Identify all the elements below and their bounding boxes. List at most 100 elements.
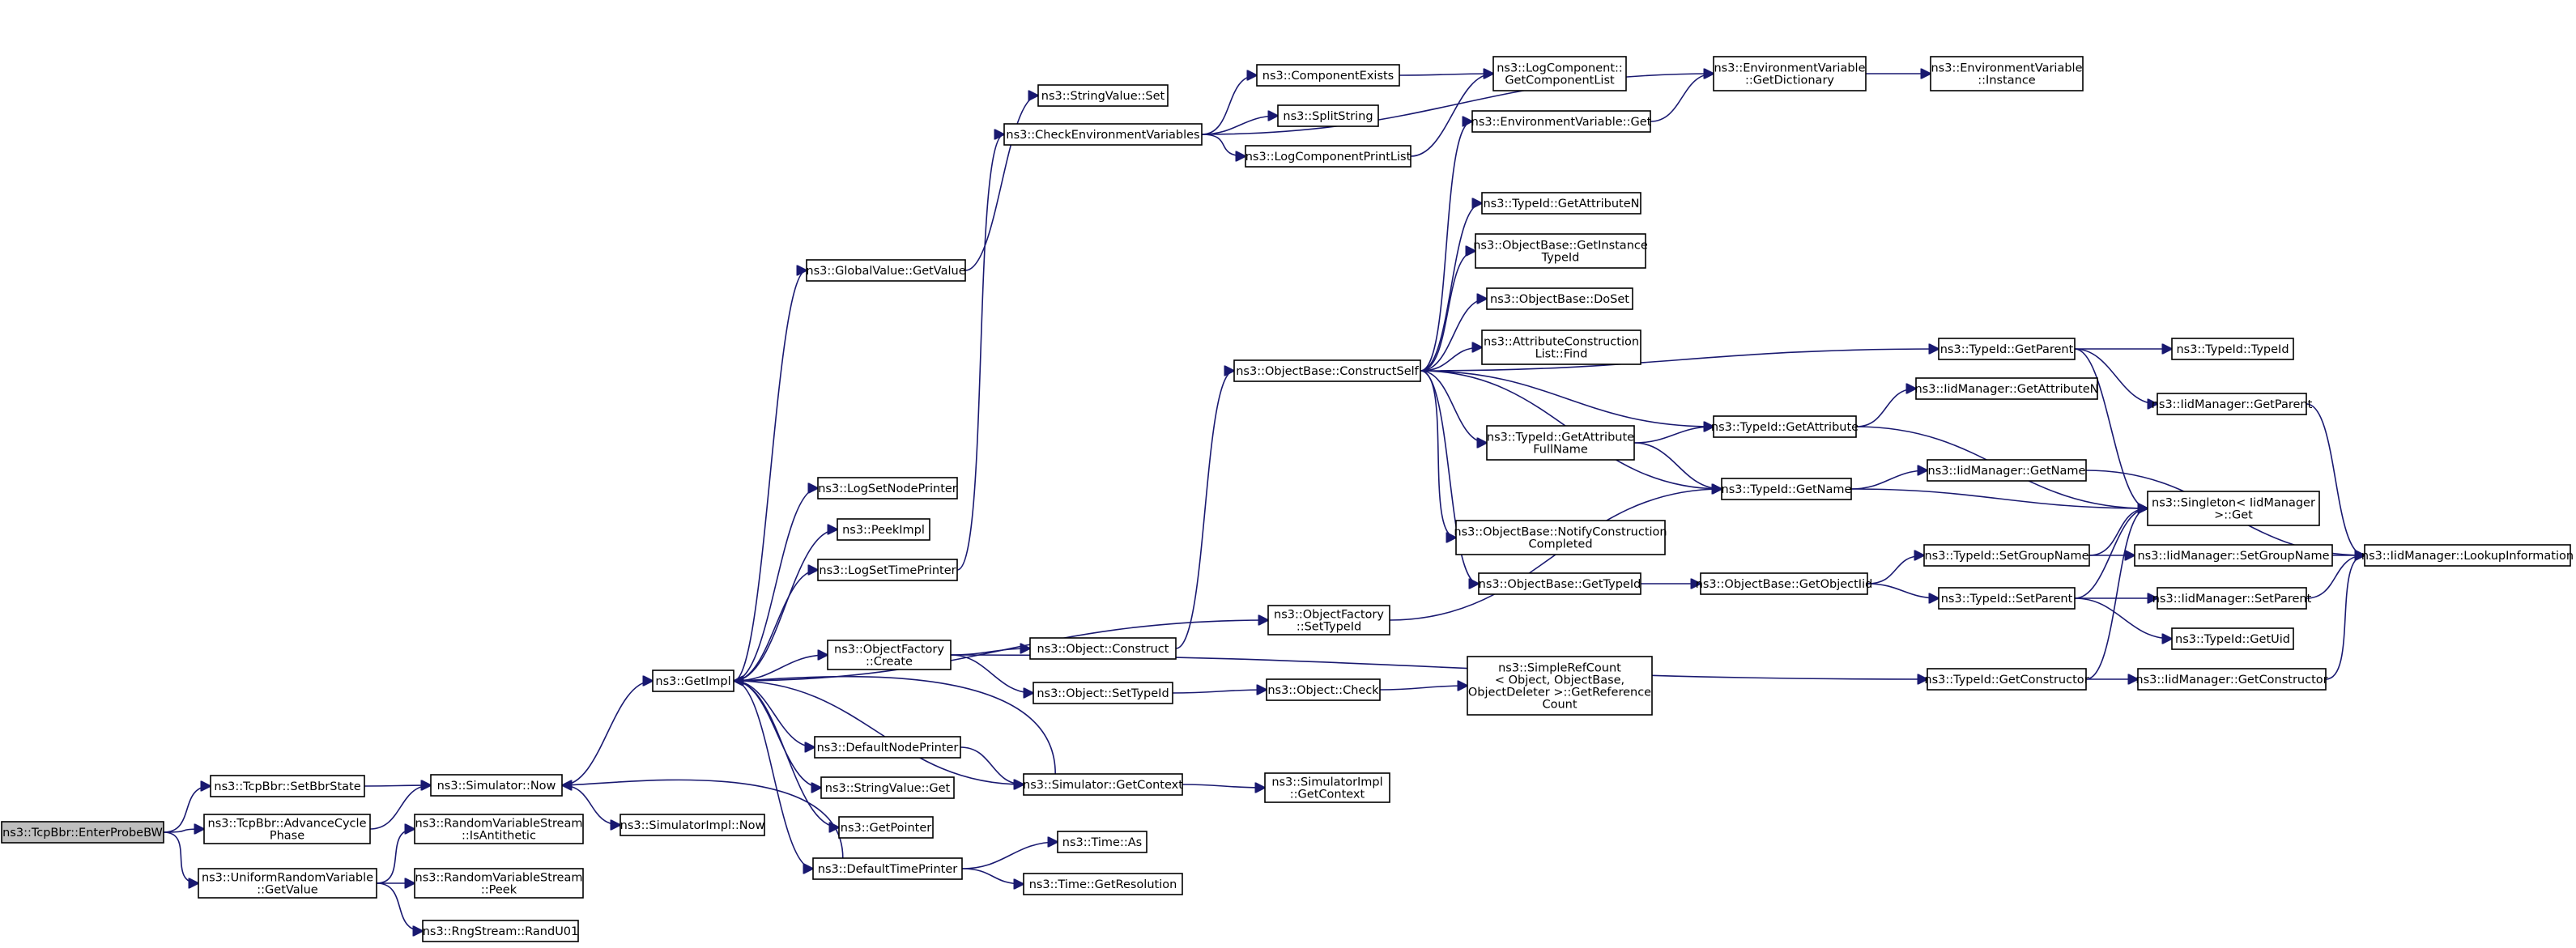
node-globalvalue-get-value[interactable]: ns3::GlobalValue::GetValue: [806, 259, 966, 282]
edge-objectbase-construct-self-to-objectbase-get-typeid: [1420, 370, 1479, 584]
node-label: ns3::IidManager::GetName: [1928, 465, 2086, 478]
node-iidmgr-get-constructor[interactable]: ns3::IidManager::GetConstructor: [2135, 668, 2328, 691]
edge-simulator-now-to-get-impl: [561, 681, 653, 786]
node-iidmgr-set-parent[interactable]: ns3::IidManager::SetParent: [2152, 587, 2312, 610]
node-log-set-node-printer[interactable]: ns3::LogSetNodePrinter: [817, 477, 958, 500]
node-check-env-vars[interactable]: ns3::CheckEnvironmentVariables: [1003, 123, 1203, 146]
node-typeid-get-uid[interactable]: ns3::TypeId::GetUid: [2171, 627, 2294, 650]
node-objectbase-get-typeid[interactable]: ns3::ObjectBase::GetTypeId: [1478, 572, 1641, 595]
node-label: ns3::TypeId::GetParent: [1940, 343, 2074, 356]
node-split-string[interactable]: ns3::SplitString: [1277, 104, 1379, 127]
node-box: [1256, 64, 1400, 87]
edge-typeid-get-name-to-iidmgr-get-name: [1850, 470, 1927, 490]
node-box: [1481, 192, 1641, 215]
node-log-set-time-printer[interactable]: ns3::LogSetTimePrinter: [817, 559, 958, 581]
node-set-bbr-state[interactable]: ns3::TcpBbr::SetBbrState: [210, 775, 365, 797]
node-objfactory-set-typeid[interactable]: ns3::ObjectFactory::SetTypeId: [1267, 605, 1390, 636]
node-iidmgr-get-attribute-n[interactable]: ns3::IidManager::GetAttributeN: [1914, 377, 2099, 400]
node-stringvalue-get[interactable]: ns3::StringValue::Get: [820, 776, 955, 799]
node-label: ns3::Simulator::Now: [437, 780, 556, 793]
edge-uniform-get-value-to-rng-rand-u01: [376, 882, 423, 931]
node-label: ns3::StringValue::Get: [825, 782, 951, 795]
node-typeid-get-attribute-n[interactable]: ns3::TypeId::GetAttributeN: [1481, 192, 1641, 215]
node-objfactory-create[interactable]: ns3::ObjectFactory::Create: [827, 640, 952, 670]
node-box: [1023, 873, 1183, 895]
node-iidmgr-set-group-name[interactable]: ns3::IidManager::SetGroupName: [2134, 544, 2333, 567]
node-box: [2147, 491, 2320, 526]
node-typeid-get-name[interactable]: ns3::TypeId::GetName: [1721, 478, 1852, 500]
edge-typeid-get-attribute-fullname-to-typeid-get-name: [1633, 442, 1722, 489]
node-objectbase-get-object-iid[interactable]: ns3::ObjectBase::GetObjectIid: [1696, 572, 1873, 595]
node-box: [1277, 104, 1379, 127]
node-iidmgr-get-name[interactable]: ns3::IidManager::GetName: [1927, 459, 2087, 482]
node-rvs-peek[interactable]: ns3::RandomVariableStream::Peek: [414, 868, 584, 899]
node-iidmgr-get-parent[interactable]: ns3::IidManager::GetParent: [2152, 393, 2313, 415]
node-simulator-now[interactable]: ns3::Simulator::Now: [430, 774, 563, 797]
node-box: [2364, 544, 2571, 567]
edge-enter-probe-bw-to-uniform-get-value: [163, 831, 198, 883]
node-box: [1057, 831, 1147, 853]
node-peek-impl[interactable]: ns3::PeekImpl: [837, 518, 930, 541]
node-objectbase-doset[interactable]: ns3::ObjectBase::DoSet: [1486, 287, 1633, 310]
node-label: ns3::ObjectBase::NotifyConstruction: [1454, 526, 1667, 539]
node-component-exists[interactable]: ns3::ComponentExists: [1256, 64, 1400, 87]
node-time-get-resolution[interactable]: ns3::Time::GetResolution: [1023, 873, 1183, 895]
node-label: ns3::Singleton< IidManager: [2152, 497, 2315, 510]
node-label: ns3::DefaultNodePrinter: [817, 742, 959, 755]
node-box: [414, 868, 584, 899]
edge-set-bbr-state-to-simulator-now: [364, 785, 431, 786]
node-typeid-get-constructor[interactable]: ns3::TypeId::GetConstructor: [1924, 668, 2089, 691]
node-object-check[interactable]: ns3::Object::Check: [1266, 678, 1381, 701]
node-singleton-iidmgr-get[interactable]: ns3::Singleton< IidManager>::Get: [2147, 491, 2320, 526]
node-object-construct[interactable]: ns3::Object::Construct: [1029, 637, 1177, 660]
edges-layer: [163, 74, 2365, 931]
node-envvar-get[interactable]: ns3::EnvironmentVariable::Get: [1471, 110, 1652, 133]
node-rng-rand-u01[interactable]: ns3::RngStream::RandU01: [422, 920, 579, 942]
node-typeid-set-group-name[interactable]: ns3::TypeId::SetGroupName: [1923, 544, 2090, 567]
node-envvar-get-dictionary[interactable]: ns3::EnvironmentVariable::GetDictionary: [1713, 56, 1867, 91]
node-objectbase-construct-self[interactable]: ns3::ObjectBase::ConstructSelf: [1233, 359, 1421, 382]
node-iidmgr-lookup-information[interactable]: ns3::IidManager::LookupInformation: [2361, 544, 2574, 567]
node-get-pointer[interactable]: ns3::GetPointer: [838, 816, 934, 839]
node-label: ns3::TcpBbr::SetBbrState: [214, 780, 360, 793]
edge-typeid-get-parent-to-singleton-iidmgr-get: [2074, 348, 2148, 508]
node-box: [1, 821, 164, 844]
node-simimpl-get-context[interactable]: ns3::SimulatorImpl::GetContext: [1264, 772, 1390, 803]
node-time-as[interactable]: ns3::Time::As: [1057, 831, 1147, 853]
node-rvs-is-antithetic[interactable]: ns3::RandomVariableStream::IsAntithetic: [414, 814, 584, 844]
node-typeid-get-parent[interactable]: ns3::TypeId::GetParent: [1938, 338, 2076, 360]
node-label: ns3::Time::GetResolution: [1029, 878, 1177, 891]
node-stringvalue-set[interactable]: ns3::StringValue::Set: [1037, 84, 1169, 107]
node-label: ns3::IidManager::SetParent: [2152, 593, 2312, 606]
edge-log-set-time-printer-to-check-env-vars: [956, 134, 1004, 571]
node-box: [1492, 56, 1627, 91]
node-default-time-printer[interactable]: ns3::DefaultTimePrinter: [812, 857, 963, 880]
node-simple-ref-count-get-reference-count[interactable]: ns3::SimpleRefCount< Object, ObjectBase,…: [1467, 656, 1653, 716]
node-uniform-get-value[interactable]: ns3::UniformRandomVariable::GetValue: [198, 868, 377, 899]
node-label: ns3::LogSetNodePrinter: [818, 483, 957, 495]
node-typeid-get-attribute[interactable]: ns3::TypeId::GetAttribute: [1711, 415, 1859, 438]
node-label: < Object, ObjectBase,: [1495, 674, 1624, 687]
node-typeid-typeid[interactable]: ns3::TypeId::TypeId: [2171, 338, 2294, 360]
node-get-impl[interactable]: ns3::GetImpl: [652, 670, 734, 692]
node-simimpl-now[interactable]: ns3::SimulatorImpl::Now: [620, 814, 765, 836]
node-objectbase-notify-construction-completed[interactable]: ns3::ObjectBase::NotifyConstructionCompl…: [1454, 520, 1667, 555]
node-label: ns3::IidManager::GetConstructor: [2135, 674, 2327, 687]
node-box: [2134, 544, 2333, 567]
node-label: ns3::TypeId::GetName: [1722, 483, 1852, 496]
edge-typeid-get-attribute-fullname-to-typeid-get-attribute: [1633, 427, 1714, 444]
node-label: ::IsAntithetic: [462, 830, 536, 843]
node-logcomponent-get-component-list[interactable]: ns3::LogComponent::GetComponentList: [1492, 56, 1627, 91]
edge-objectbase-construct-self-to-typeid-get-attribute-fullname: [1420, 370, 1487, 443]
node-sim-get-context[interactable]: ns3::Simulator::GetContext: [1023, 773, 1183, 796]
node-typeid-set-parent[interactable]: ns3::TypeId::SetParent: [1938, 587, 2076, 610]
node-object-set-typeid[interactable]: ns3::Object::SetTypeId: [1033, 682, 1173, 704]
node-log-component-print-list[interactable]: ns3::LogComponentPrintList: [1245, 145, 1411, 168]
node-envvar-instance[interactable]: ns3::EnvironmentVariable::Instance: [1930, 56, 2084, 91]
node-default-node-printer[interactable]: ns3::DefaultNodePrinter: [814, 736, 961, 759]
node-enter-probe-bw[interactable]: ns3::TcpBbr::EnterProbeBW: [1, 821, 164, 844]
